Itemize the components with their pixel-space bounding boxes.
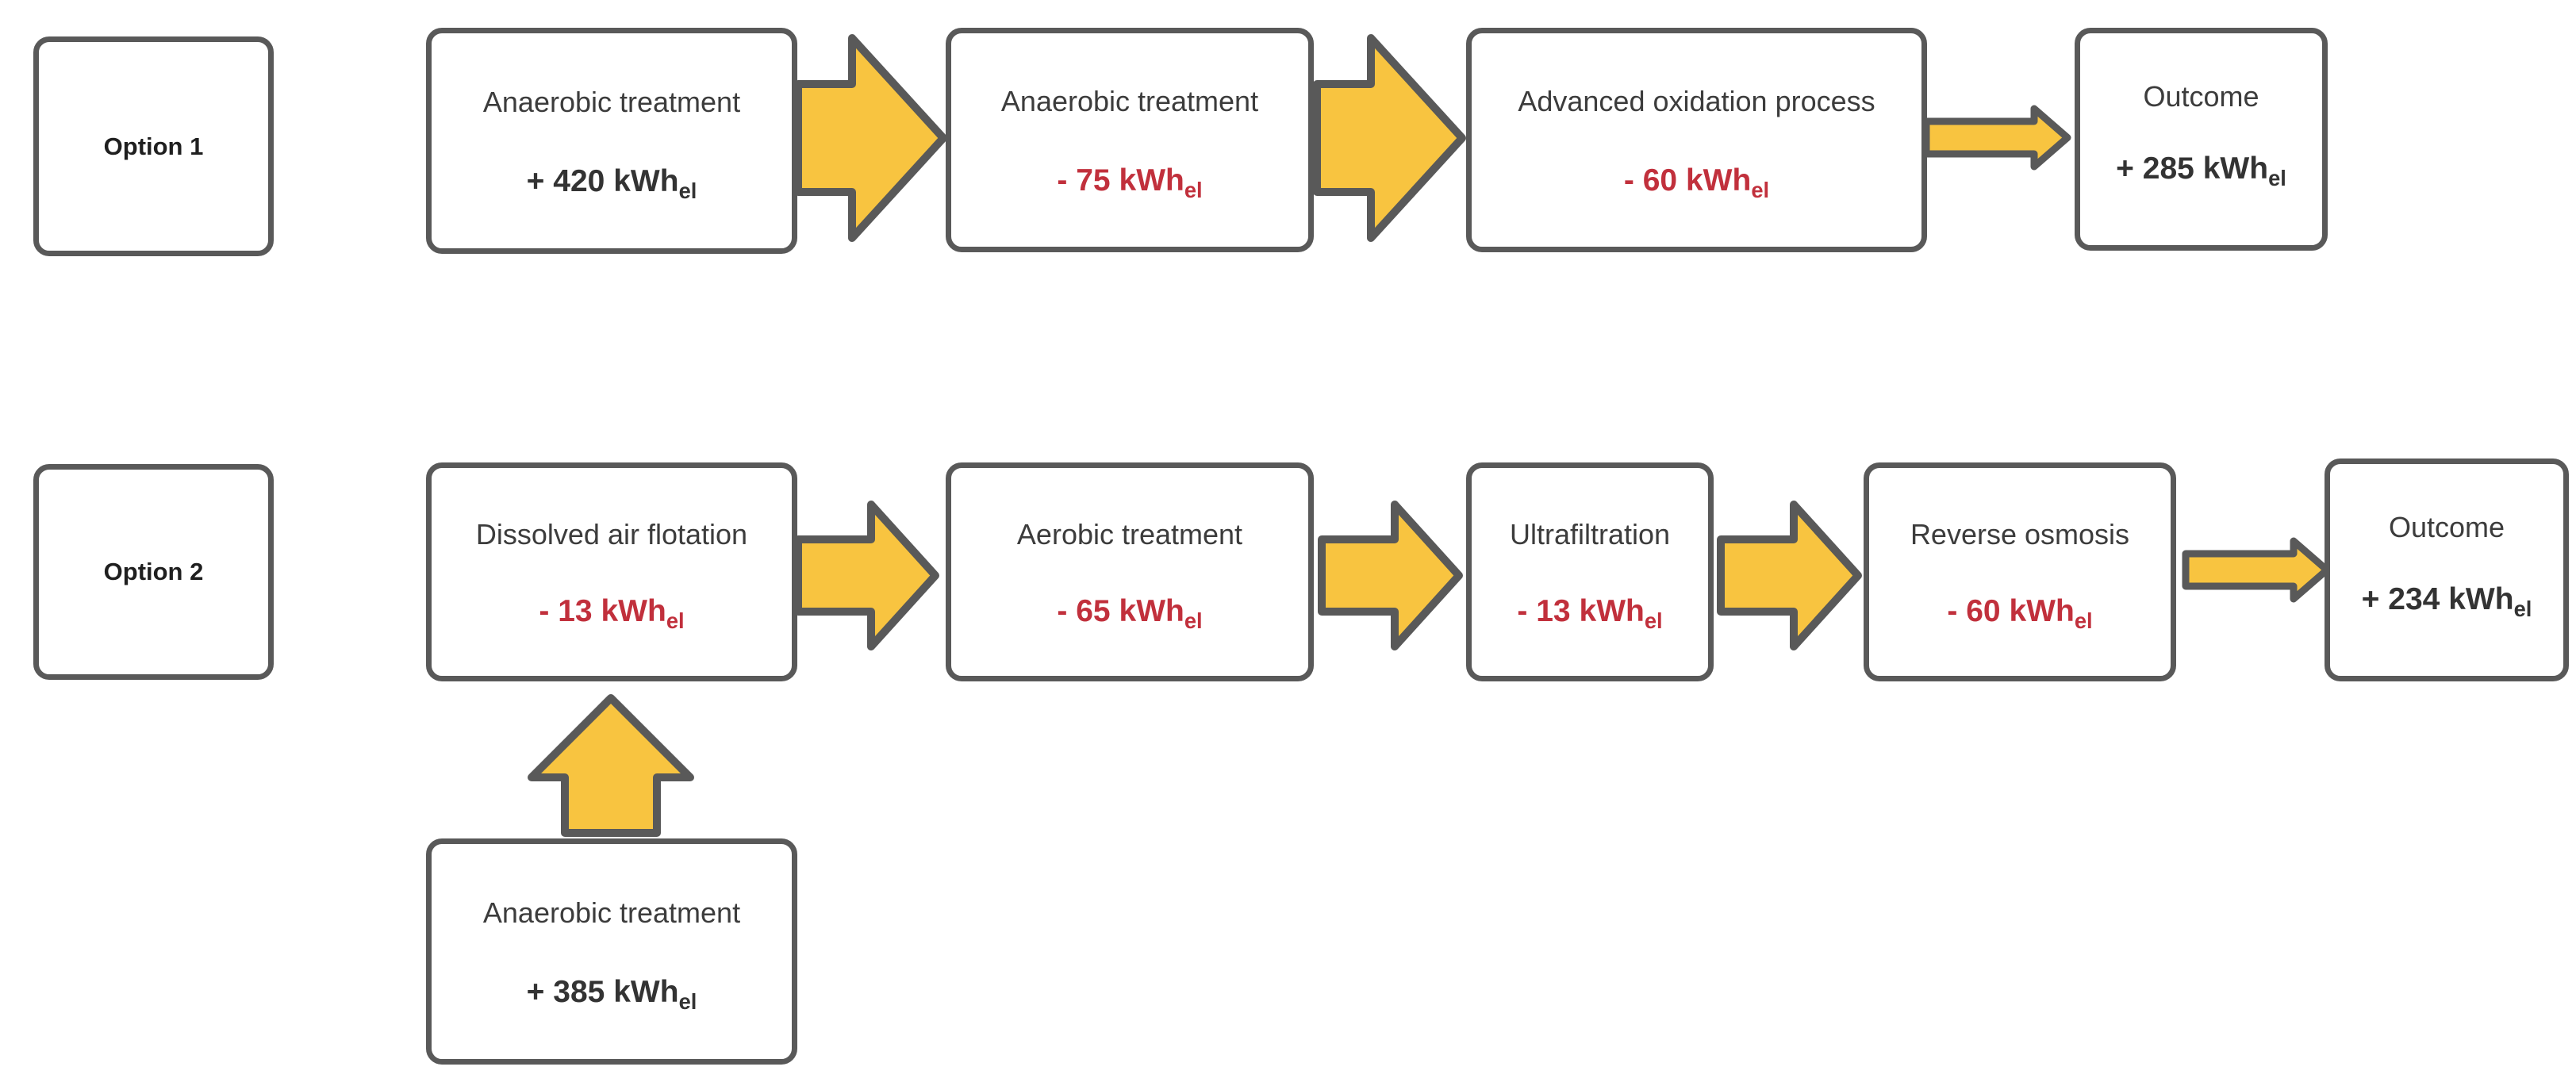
row2-step3-unit: kWhel [1579,593,1663,631]
row1-step2-amount: - 75 [1057,163,1111,198]
row2-step4-amount: - 60 [1947,593,2001,628]
unit-subscript: el [2074,608,2093,633]
row2-step2-amount: - 65 [1057,593,1111,628]
row2-input-amount: + 385 [526,974,605,1009]
option-1-box: Option 1 [33,36,274,256]
row2-step1-title: Dissolved air flotation [475,517,748,551]
row1-step2-unit: kWhel [1119,163,1203,202]
row2-step2-title: Aerobic treatment [1016,517,1243,551]
row1-step1-unit: kWhel [613,163,697,201]
row1-step2-title: Anaerobic treatment [1000,85,1259,118]
row2-input-title: Anaerobic treatment [482,896,741,929]
row1-step1-amount: + 420 [526,163,605,198]
flow-arrow-right-icon [1717,501,1862,650]
row2-outcome-amount: + 234 [2361,581,2440,616]
row1-step1-title: Anaerobic treatment [482,85,741,118]
unit-label: kWh [613,163,679,198]
row1-outcome-title: Outcome [2143,80,2259,113]
unit-label: kWh [2009,593,2075,628]
row2-outcome-title: Outcome [2388,511,2505,544]
row2-outcome-unit: kWhel [2448,581,2532,620]
row1-outcome-unit: kWhel [2202,151,2286,189]
flow-arrow-up-icon [528,694,694,837]
row2-step3-title: Ultrafiltration [1509,517,1671,551]
unit-label: kWh [601,593,666,628]
flow-arrow-right-icon [794,34,947,242]
unit-label: kWh [1119,593,1184,628]
unit-label: kWh [1685,163,1752,198]
row2-step4-unit: kWhel [2009,593,2092,631]
row1-step3-unit: kWhel [1685,163,1770,202]
option-2-box: Option 2 [33,464,274,680]
option-2-label: Option 2 [103,558,204,585]
unit-label: kWh [1119,163,1184,198]
option-1-label: Option 1 [103,132,204,160]
row1-step3-amount: - 60 [1623,163,1678,198]
unit-label: kWh [613,974,679,1009]
row1-outcome-amount: + 285 [2116,151,2194,186]
unit-subscript: el [2513,596,2532,621]
row1-step3-title: Advanced oxidation process [1518,85,1875,118]
unit-subscript: el [1184,608,1203,633]
unit-subscript: el [1184,177,1203,202]
row2-step4-title: Reverse osmosis [1910,517,2130,551]
unit-subscript: el [1644,608,1663,633]
unit-subscript: el [666,608,685,633]
flow-arrow-right-icon [794,501,939,650]
unit-label: kWh [2448,581,2514,616]
unit-label: kWh [2202,151,2269,186]
row2-step2-unit: kWhel [1119,593,1203,631]
row2-step1-amount: - 13 [539,593,593,628]
unit-subscript: el [678,988,697,1014]
flow-arrow-right-icon [1313,34,1466,242]
unit-subscript: el [678,178,697,203]
flow-arrow-right-icon [2182,537,2331,603]
row2-input-unit: kWhel [613,974,697,1012]
unit-subscript: el [2268,165,2286,190]
row2-step3-amount: - 13 [1517,593,1571,628]
flow-arrow-right-icon [1318,501,1463,650]
unit-label: kWh [1579,593,1645,628]
unit-subscript: el [1751,177,1770,202]
flow-arrow-right-icon [1922,105,2071,171]
row2-step1-unit: kWhel [601,593,684,631]
